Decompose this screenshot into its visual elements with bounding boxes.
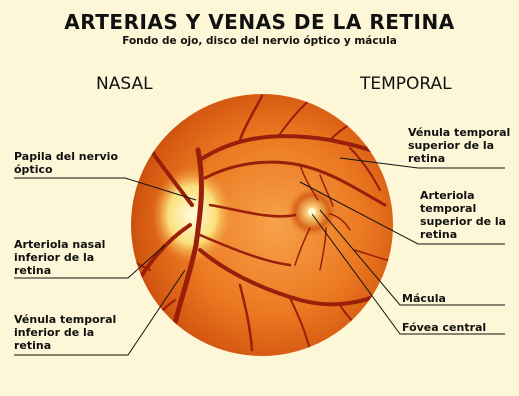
label-venula-inferior: Vénula temporal inferior de la retina: [14, 313, 117, 352]
leader-arteriola-nasal: [14, 244, 166, 279]
label-papila: Papila del nervio óptico: [14, 150, 119, 176]
diagram-title: ARTERIAS Y VENAS DE LA RETINA: [64, 10, 455, 34]
nasal-side-label: NASAL: [96, 74, 153, 94]
leader-venula-superior: [339, 157, 505, 169]
diagram-subtitle: Fondo de ojo, disco del nervio óptico y …: [122, 35, 397, 47]
leader-papila: [14, 177, 197, 201]
leader-venula-inferior: [14, 269, 186, 356]
label-venula-superior: Vénula temporal superior de la retina: [408, 126, 511, 165]
label-arteriola-superior: Arteriola temporal superior de la retina: [420, 189, 507, 241]
temporal-side-label: TEMPORAL: [360, 74, 452, 94]
label-arteriola-nasal: Arteriola nasal inferior de la retina: [14, 238, 106, 277]
label-fovea: Fóvea central: [402, 321, 487, 334]
leader-arteriola-superior: [299, 181, 505, 245]
label-macula: Mácula: [402, 292, 446, 305]
fovea: [308, 208, 316, 216]
leader-lines: [14, 157, 505, 356]
leader-macula: [319, 209, 505, 306]
retina-fundus: [131, 94, 393, 356]
leader-fovea: [311, 213, 505, 335]
